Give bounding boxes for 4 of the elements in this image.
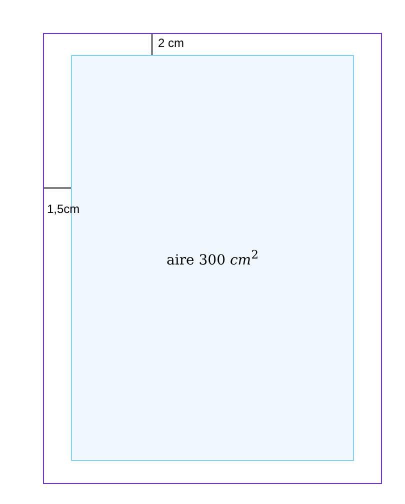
dimension-label: 2 cm — [158, 36, 184, 50]
dimension-label: 1,5cm — [47, 202, 80, 216]
outer-rectangle — [43, 33, 382, 484]
area-label: aire 300 cm$^{2}$ — [166, 248, 258, 268]
